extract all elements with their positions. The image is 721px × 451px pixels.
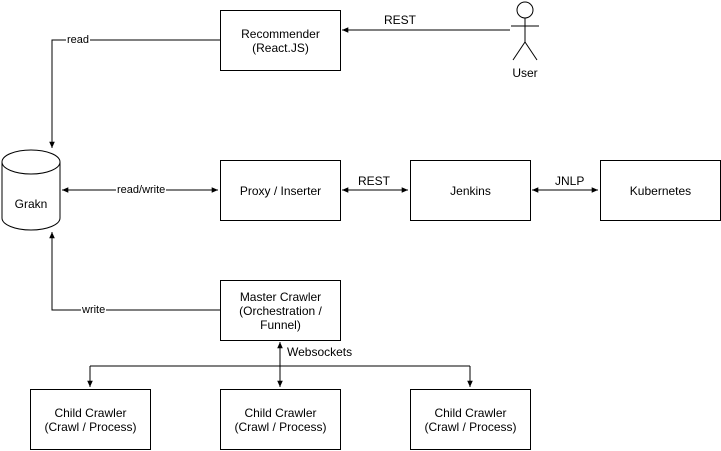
- edge-master-grakn: [49, 232, 220, 311]
- kubernetes-node: Kubernetes: [600, 160, 721, 221]
- edge-label-jenkins-kubernetes: JNLP: [555, 174, 585, 188]
- user-label: User: [512, 66, 538, 80]
- grakn-database-cylinder: [1, 149, 61, 231]
- child-crawler-node-3: Child Crawler (Crawl / Process): [410, 389, 531, 450]
- user-actor-icon: [511, 1, 539, 61]
- edge-label-proxy-jenkins: REST: [358, 174, 391, 188]
- master-crawler-node: Master Crawler (Orchestration / Funnel): [220, 280, 341, 341]
- child-crawler-node-1: Child Crawler (Crawl / Process): [30, 389, 151, 450]
- edge-recommender-grakn: [49, 39, 220, 148]
- jenkins-node: Jenkins: [410, 160, 531, 221]
- edge-label-user-recommender: REST: [384, 13, 417, 27]
- grakn-label: Grakn: [14, 197, 48, 211]
- edge-label-recommender-grakn: read: [66, 34, 91, 46]
- recommender-node: Recommender (React.JS): [220, 10, 341, 71]
- child-crawler-node-2: Child Crawler (Crawl / Process): [220, 389, 341, 450]
- proxy-inserter-node: Proxy / Inserter: [220, 160, 341, 221]
- edge-label-websockets: Websockets: [287, 345, 353, 359]
- edge-label-grakn-proxy: read/write: [116, 184, 167, 196]
- edge-label-master-grakn: write: [81, 304, 107, 316]
